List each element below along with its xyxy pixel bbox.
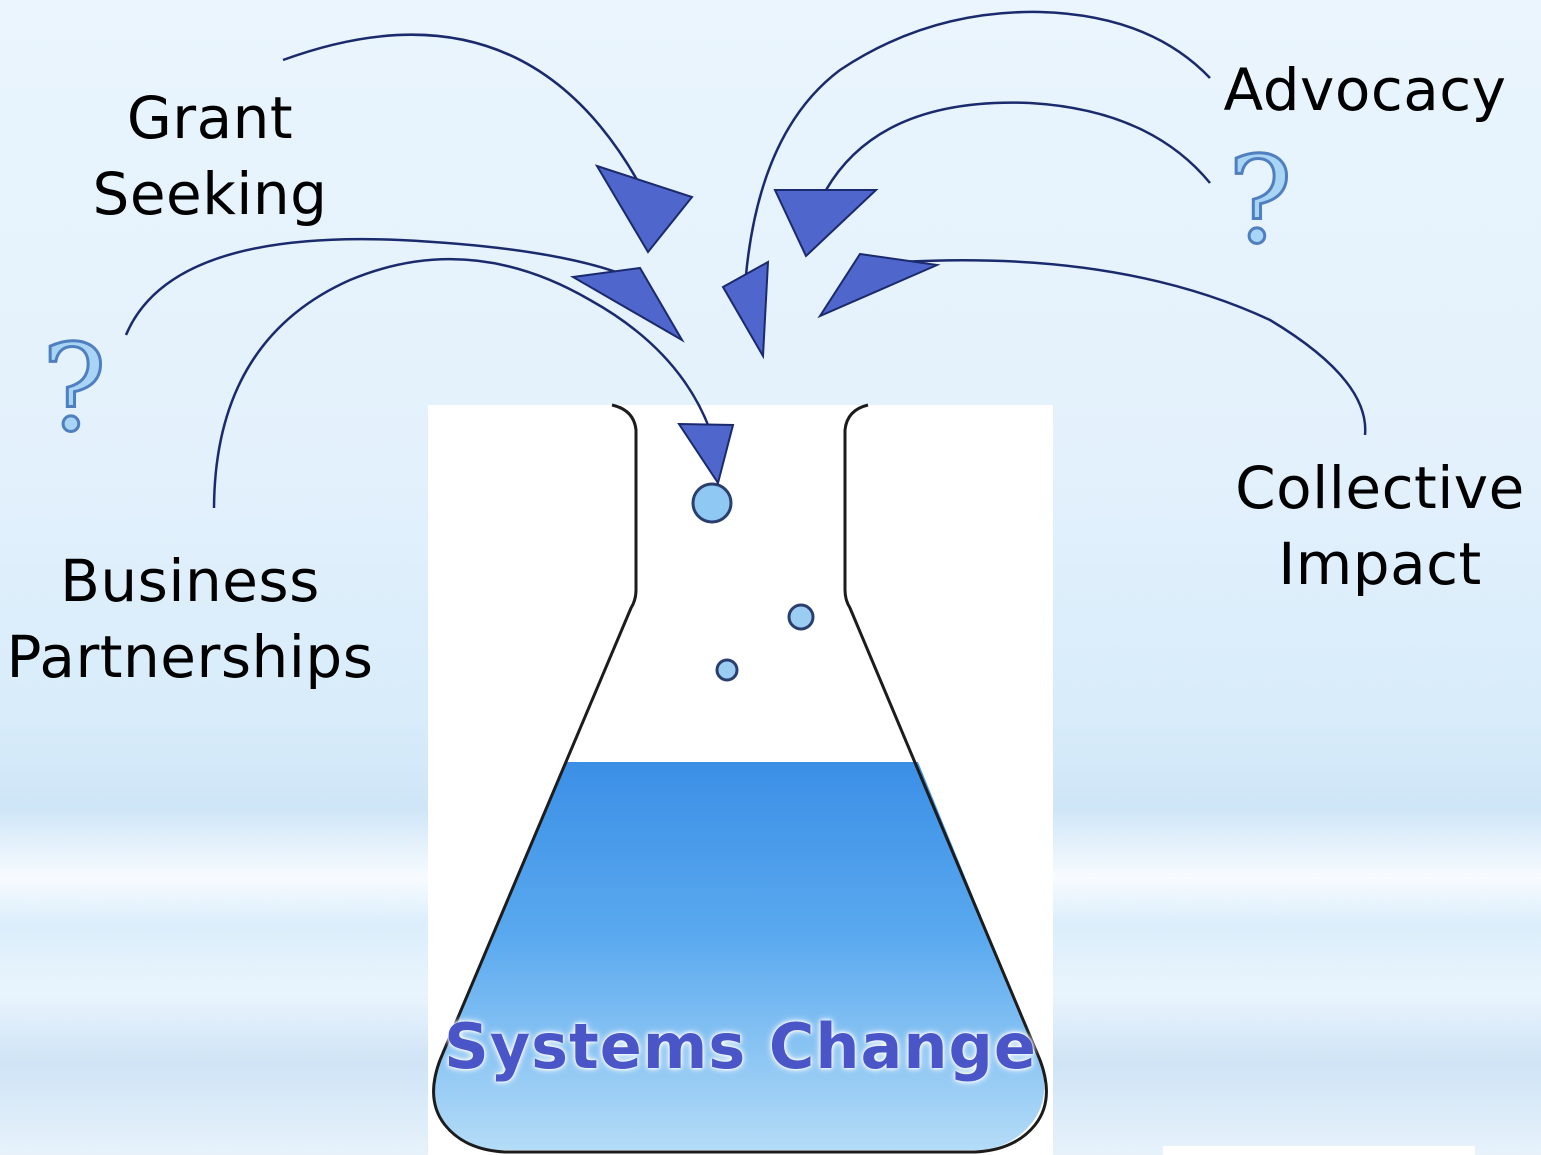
arrow-curve-question-right: [824, 101, 1211, 191]
label-collective-impact: Collective Impact: [1215, 450, 1541, 602]
bubble-medium: [787, 603, 815, 631]
label-collective-line1: Collective: [1235, 454, 1525, 522]
label-advocacy: Advocacy: [1200, 52, 1530, 128]
bubble-large: [691, 482, 733, 524]
corner-white-box: [1163, 1146, 1475, 1155]
arrowhead-grant-seeking: [594, 164, 694, 254]
label-business-line2: Partnerships: [6, 623, 374, 691]
flask-liquid: [435, 762, 1045, 1150]
label-grant-seeking-line1: Grant: [126, 84, 294, 152]
flask-title: Systems Change: [444, 1010, 1037, 1083]
label-collective-line2: Impact: [1278, 530, 1482, 598]
arrowhead-partnerships-upper: [569, 266, 685, 343]
arrow-curve-partnerships-upper: [124, 237, 633, 336]
arrow-curve-business-partnerships: [212, 257, 712, 509]
label-grant-seeking: Grant Seeking: [60, 80, 360, 232]
arrow-curve-advocacy: [744, 10, 1211, 276]
label-advocacy-line1: Advocacy: [1223, 56, 1507, 124]
label-business-line1: Business: [60, 547, 320, 615]
arrowhead-collective-impact: [817, 252, 941, 319]
arrowhead-question-right: [773, 189, 879, 258]
label-grant-seeking-line2: Seeking: [92, 160, 328, 228]
arrowhead-business-partnerships: [677, 422, 735, 486]
arrow-curve-collective-impact: [899, 258, 1367, 436]
question-mark-right-icon: ?: [1226, 132, 1293, 271]
label-business-partnerships: Business Partnerships: [0, 543, 380, 695]
arrow-curve-grant-seeking: [282, 33, 650, 201]
bubble-small: [715, 658, 739, 682]
flask-outline: [432, 403, 1048, 1154]
question-mark-left-icon: ?: [40, 320, 107, 459]
arrowhead-advocacy: [721, 260, 770, 360]
